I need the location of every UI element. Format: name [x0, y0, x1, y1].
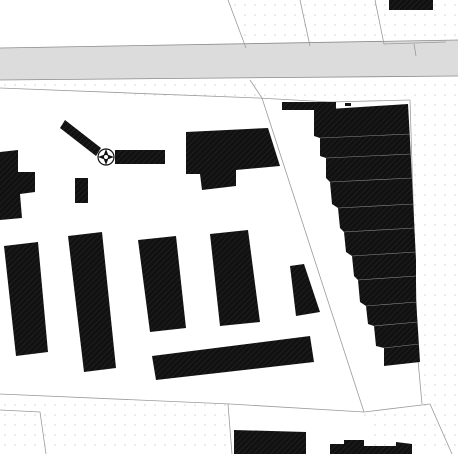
parcel-line-4	[413, 43, 417, 57]
open-ground-east	[410, 98, 458, 454]
compass-rose-icon	[97, 148, 115, 166]
road-edge-north	[0, 39, 458, 49]
terrace-divider-lines	[319, 133, 420, 349]
building-small-trapezoid	[290, 264, 320, 316]
building-long-south	[152, 336, 314, 380]
building-north-centre	[186, 128, 280, 190]
parcel-line-10	[227, 403, 233, 454]
building-small-square	[75, 178, 88, 203]
road-edge-south	[0, 75, 458, 81]
building-small-bar	[115, 150, 165, 164]
parcel-line-1	[227, 0, 247, 49]
open-ground-south-east	[364, 404, 434, 454]
building-top-right	[389, 0, 433, 10]
building-angled	[60, 120, 101, 156]
parcel-line-5	[0, 87, 411, 103]
open-ground-south-west	[0, 396, 232, 454]
building-block-4	[210, 230, 260, 326]
parcel-line-9	[0, 409, 47, 454]
building-south-1	[234, 430, 306, 454]
open-ground-top-right	[232, 0, 458, 50]
parcel-line-11	[429, 403, 453, 454]
building-west-cross	[0, 150, 35, 220]
parcel-line-3	[374, 0, 447, 45]
parcel-line-8	[0, 393, 431, 413]
open-ground-strip-north	[0, 76, 458, 102]
parcel-line-2	[299, 0, 311, 47]
building-block-2	[68, 232, 116, 372]
parcel-line-6	[249, 79, 365, 413]
building-stepped-terrace	[314, 104, 420, 366]
buildings	[0, 0, 433, 454]
terrace-strip-marker	[345, 103, 351, 106]
building-block-3	[138, 236, 186, 332]
main-road	[0, 40, 458, 80]
building-south-2	[330, 440, 412, 454]
terrace-strip-top	[282, 102, 336, 110]
building-block-1	[4, 242, 48, 356]
